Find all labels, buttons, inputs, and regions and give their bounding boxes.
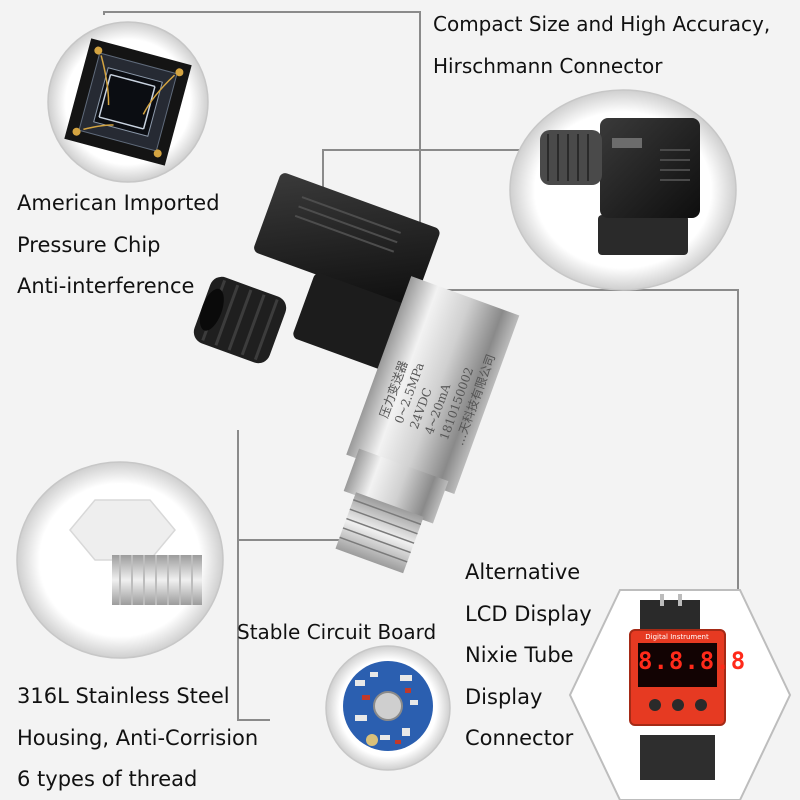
display-readout: 8.8.8.8 [638, 647, 747, 675]
chip-label-2: Pressure Chip [17, 233, 161, 257]
housing-bubble [16, 461, 224, 659]
housing-label-3: 6 types of thread [17, 767, 198, 791]
circuit-label: Stable Circuit Board [237, 620, 437, 644]
chip-label-3: Anti-interference [17, 274, 195, 298]
housing-label-2: Housing, Anti-Corrision [17, 726, 259, 750]
housing-label-1: 316L Stainless Steel [17, 684, 230, 708]
pressure-chip-bubble [47, 21, 209, 183]
lcd-label-2: LCD Display [465, 602, 592, 626]
lcd-label-4: Display [465, 685, 543, 709]
lcd-label-5: Connector [465, 726, 574, 750]
lcd-label-1: Alternative [465, 560, 581, 584]
circuit-board-bubble [325, 645, 451, 771]
connector-bubble [509, 89, 737, 291]
lcd-label-3: Nixie Tube [465, 643, 574, 667]
compact-label-1: Compact Size and High Accuracy, [433, 12, 771, 36]
digital-display-bubble [568, 589, 792, 800]
pressure-transmitter: 压力变送器 0~2.5MPa 24VDC 4~20mA 1810150002 …… [193, 173, 520, 574]
chip-label-1: American Imported [17, 191, 220, 215]
compact-label-2: Hirschmann Connector [433, 54, 663, 78]
display-title: Digital Instrument [645, 633, 709, 641]
